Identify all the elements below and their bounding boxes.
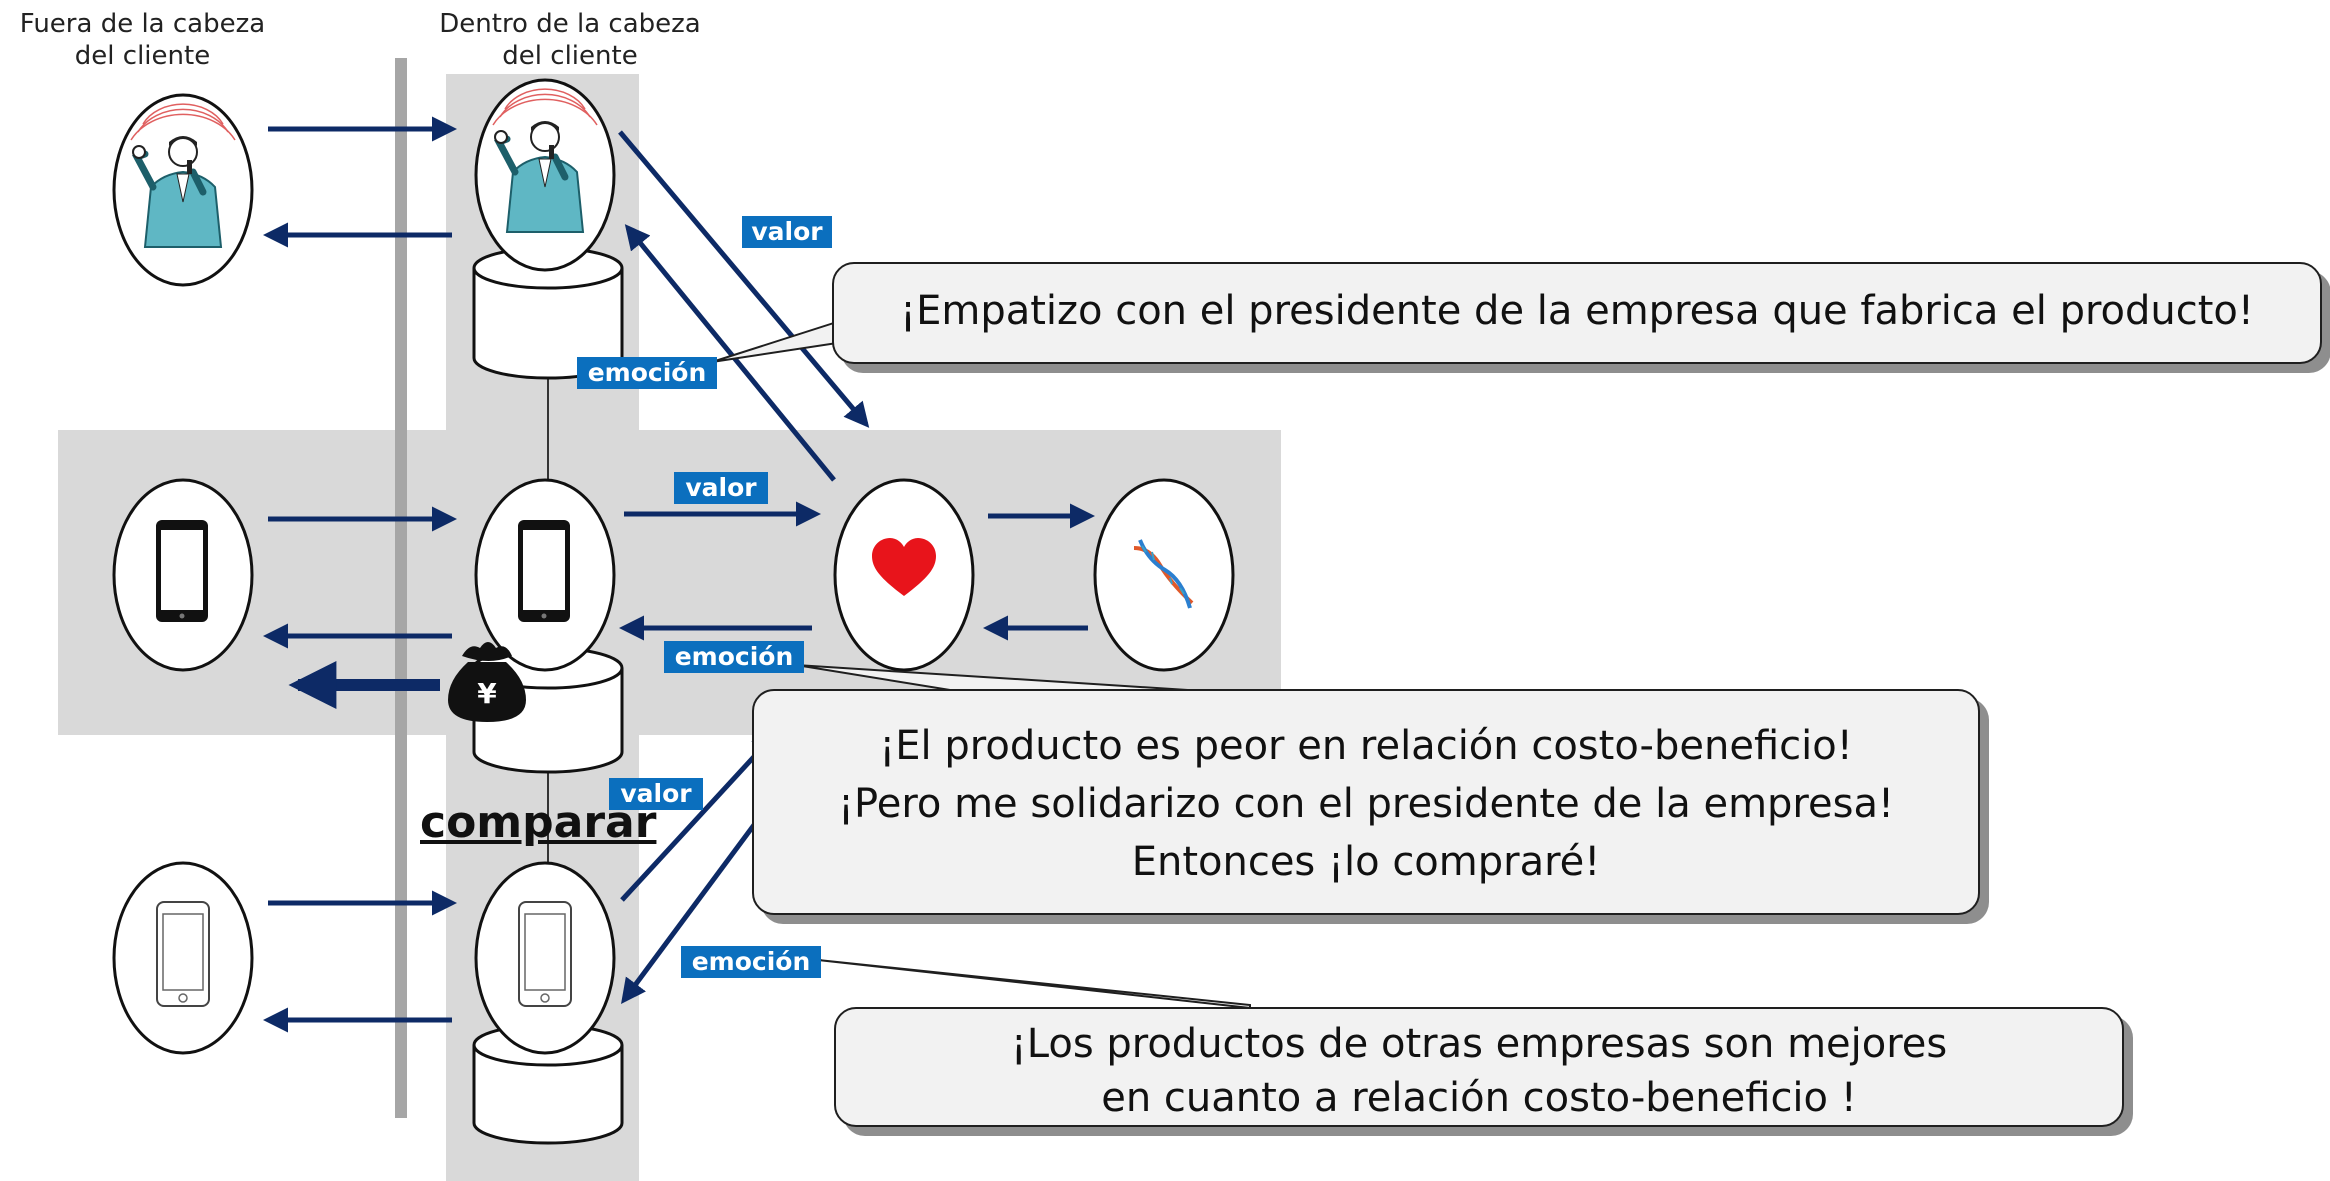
caption-outside-line-1: Fuera de la cabeza xyxy=(19,9,266,39)
caption-inside-line-2: del cliente xyxy=(502,41,638,71)
dna-icon xyxy=(1133,539,1194,609)
callout-others: ¡Los productos de otras empresas son mej… xyxy=(834,1007,2124,1127)
arrow-other-phone-emocion xyxy=(621,796,777,1005)
arrow-other-phone-valor xyxy=(620,731,778,902)
caption-inside-line-1: Dentro de la cabeza xyxy=(439,9,701,39)
tag-valor-president: valor xyxy=(742,216,832,248)
caption-outside-head: Fuera de la cabeza del cliente xyxy=(0,8,285,72)
arrow-president-emocion xyxy=(624,224,836,482)
heart-icon xyxy=(872,538,936,596)
caption-outside-line-2: del cliente xyxy=(74,41,211,71)
callout-others-line-1: ¡Los productos de otras empresas son mej… xyxy=(1010,1021,1948,1067)
smartphone-outline-icon xyxy=(156,901,210,1007)
callout-purchase-line-3: Entonces ¡lo compraré! xyxy=(1131,839,1601,885)
arrow-president-valor xyxy=(618,130,870,428)
speaker-person-icon xyxy=(130,103,236,248)
callout-president-line-1: ¡Empatizo con el presidente de la empres… xyxy=(900,288,2254,334)
callout-purchase-line-1: ¡El producto es peor en relación costo-b… xyxy=(879,723,1853,769)
tag-valor-other-phone: valor xyxy=(609,778,703,810)
money-bag-icon xyxy=(448,642,526,722)
smartphone-outline-icon xyxy=(518,901,572,1007)
compare-label: comparar xyxy=(420,797,657,848)
dna-egg xyxy=(1093,478,1235,672)
callout-others-line-2: en cuanto a relación costo-beneficio ! xyxy=(1101,1075,1857,1121)
smartphone-icon xyxy=(518,520,570,622)
caption-inside-head: Dentro de la cabeza del cliente xyxy=(430,8,710,72)
speaker-person-icon xyxy=(492,88,598,233)
money-symbol: ¥ xyxy=(477,677,497,710)
smartphone-icon xyxy=(156,520,208,622)
tag-emocion-other-phone: emoción xyxy=(681,946,821,978)
head-boundary-divider xyxy=(395,58,407,1118)
callout-purchase-line-2: ¡Pero me solidarizo con el presidente de… xyxy=(838,781,1894,827)
callout-others-tail xyxy=(817,959,1251,1010)
tag-emocion-phone: emoción xyxy=(664,641,804,673)
callout-purchase: ¡El producto es peor en relación costo-b… xyxy=(752,689,1980,915)
callout-president: ¡Empatizo con el presidente de la empres… xyxy=(832,262,2322,364)
tag-valor-phone: valor xyxy=(674,472,768,504)
tag-emocion-president: emoción xyxy=(577,357,717,389)
